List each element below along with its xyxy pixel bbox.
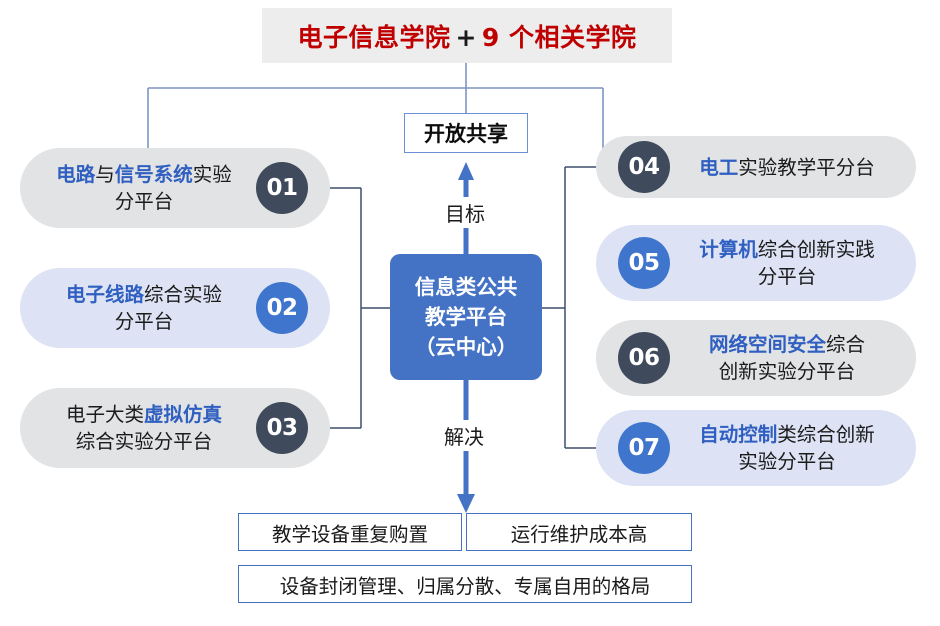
platform-emph-06: 网络空间安全	[708, 333, 826, 356]
platform-emph-02: 电子线路	[65, 283, 144, 306]
platform-number-04: 04	[618, 141, 670, 193]
platform-card-02[interactable]: 电子线路综合实验 分平台 02	[20, 268, 330, 348]
header-title-plus: +	[455, 22, 477, 52]
platform-line2-07: 实验分平台	[738, 450, 836, 473]
core-line-2: 教学平台	[425, 305, 507, 329]
platform-number-02: 02	[256, 282, 308, 334]
problem-box-3: 设备封闭管理、归属分散、专属自用的格局	[238, 565, 692, 603]
platform-label-05: 计算机综合创新实践 分平台	[672, 236, 902, 290]
platform-card-04[interactable]: 04 电工实验教学平分台	[596, 136, 916, 198]
platform-tail-06: 综合	[826, 333, 866, 356]
platform-mid-01: 与	[95, 163, 115, 186]
platform-card-01[interactable]: 电路与信号系统实验 分平台 01	[20, 148, 330, 228]
solve-label: 解决	[437, 420, 491, 451]
platform-line2-05: 分平台	[757, 265, 817, 288]
core-line-1: 信息类公共	[414, 275, 518, 299]
platform-card-06[interactable]: 06 网络空间安全综合 创新实验分平台	[596, 320, 916, 396]
platform-emph-01b: 信号系统	[114, 163, 193, 186]
platform-label-03: 电子大类虚拟仿真 综合实验分平台	[34, 401, 254, 455]
platform-tail-02: 综合实验	[144, 283, 223, 306]
platform-card-03[interactable]: 电子大类虚拟仿真 综合实验分平台 03	[20, 388, 330, 468]
platform-line2-06: 创新实验分平台	[718, 360, 856, 383]
platform-tail-04: 实验教学平分台	[738, 155, 875, 179]
header-title: 电子信息学院+9 个相关学院	[297, 18, 636, 54]
core-line-3: （云中心）	[414, 335, 518, 359]
platform-emph-01a: 电路	[56, 163, 96, 186]
problem-box-2: 运行维护成本高	[466, 513, 692, 551]
platform-emph-04: 电工	[699, 155, 739, 179]
platform-tail-05: 综合创新实践	[757, 238, 875, 261]
platform-label-01: 电路与信号系统实验 分平台	[34, 161, 254, 215]
platform-tail-01: 实验	[192, 163, 232, 186]
platform-number-06: 06	[618, 332, 670, 384]
platform-label-07: 自动控制类综合创新 实验分平台	[672, 421, 902, 475]
platform-card-07[interactable]: 07 自动控制类综合创新 实验分平台	[596, 410, 916, 486]
platform-line2-01: 分平台	[114, 190, 174, 213]
platform-line2-02: 分平台	[114, 310, 174, 333]
platform-number-05: 05	[618, 237, 670, 289]
problem-box-1: 教学设备重复购置	[238, 513, 462, 551]
platform-label-02: 电子线路综合实验 分平台	[34, 281, 254, 335]
platform-emph-07: 自动控制	[699, 423, 778, 446]
platform-card-05[interactable]: 05 计算机综合创新实践 分平台	[596, 225, 916, 301]
platform-number-01: 01	[256, 162, 308, 214]
header-banner: 电子信息学院+9 个相关学院	[262, 8, 672, 63]
platform-tail-07: 类综合创新	[777, 423, 875, 446]
platform-head-03: 电子大类	[65, 403, 144, 426]
platform-number-07: 07	[618, 422, 670, 474]
platform-line2-03: 综合实验分平台	[75, 430, 213, 453]
platform-label-04: 电工实验教学平分台	[672, 154, 902, 181]
platform-emph-05: 计算机	[699, 238, 758, 261]
goal-label: 目标	[438, 197, 492, 228]
platform-label-06: 网络空间安全综合 创新实验分平台	[672, 331, 902, 385]
platform-emph-03: 虚拟仿真	[144, 403, 223, 426]
header-title-rest: 9 个相关学院	[481, 22, 637, 52]
header-title-main: 电子信息学院	[297, 22, 451, 52]
open-share-node: 开放共享	[404, 113, 528, 153]
platform-number-03: 03	[256, 402, 308, 454]
core-platform-node: 信息类公共 教学平台 （云中心）	[390, 254, 542, 380]
